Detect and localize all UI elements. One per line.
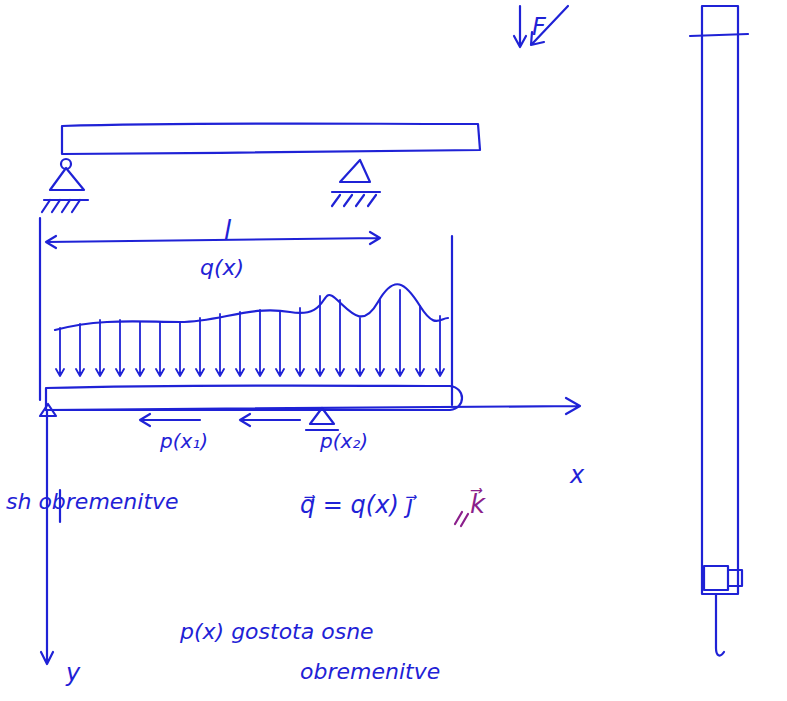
- stroke: [455, 512, 468, 526]
- note: obremenitve: [300, 660, 440, 684]
- axial-load-arrow: [240, 414, 300, 426]
- extension-line: [40, 218, 452, 405]
- roller-support: [332, 160, 380, 206]
- note: sh obremenitve: [6, 490, 179, 514]
- force-arrow-oblique: [531, 6, 568, 45]
- roller-support: [306, 408, 338, 430]
- axial-load-label: p(x₂): [320, 430, 368, 452]
- force-label: F: [532, 14, 546, 40]
- formula: q⃗ = q(x) j⃗: [300, 492, 413, 518]
- force-arrow: [514, 6, 526, 47]
- dimension-label: l: [224, 216, 231, 245]
- vector-label: k⃗: [470, 490, 485, 519]
- load-curve: [55, 284, 448, 330]
- axial-load-arrow: [140, 414, 200, 426]
- pin-support: [42, 159, 88, 212]
- dimension-line: [46, 232, 380, 248]
- y-axis: [41, 410, 53, 664]
- beam: [62, 124, 480, 155]
- pin-support: [40, 404, 56, 416]
- axial-load-label: p(x₁): [160, 430, 208, 452]
- column-figure: [690, 6, 748, 655]
- axis-label: y: [66, 660, 80, 686]
- load-arrows: [56, 290, 444, 376]
- axis-label: x: [570, 462, 584, 488]
- note: p(x) gostota osne: [180, 620, 374, 644]
- x-axis: [46, 398, 580, 414]
- load-label: q(x): [200, 256, 244, 280]
